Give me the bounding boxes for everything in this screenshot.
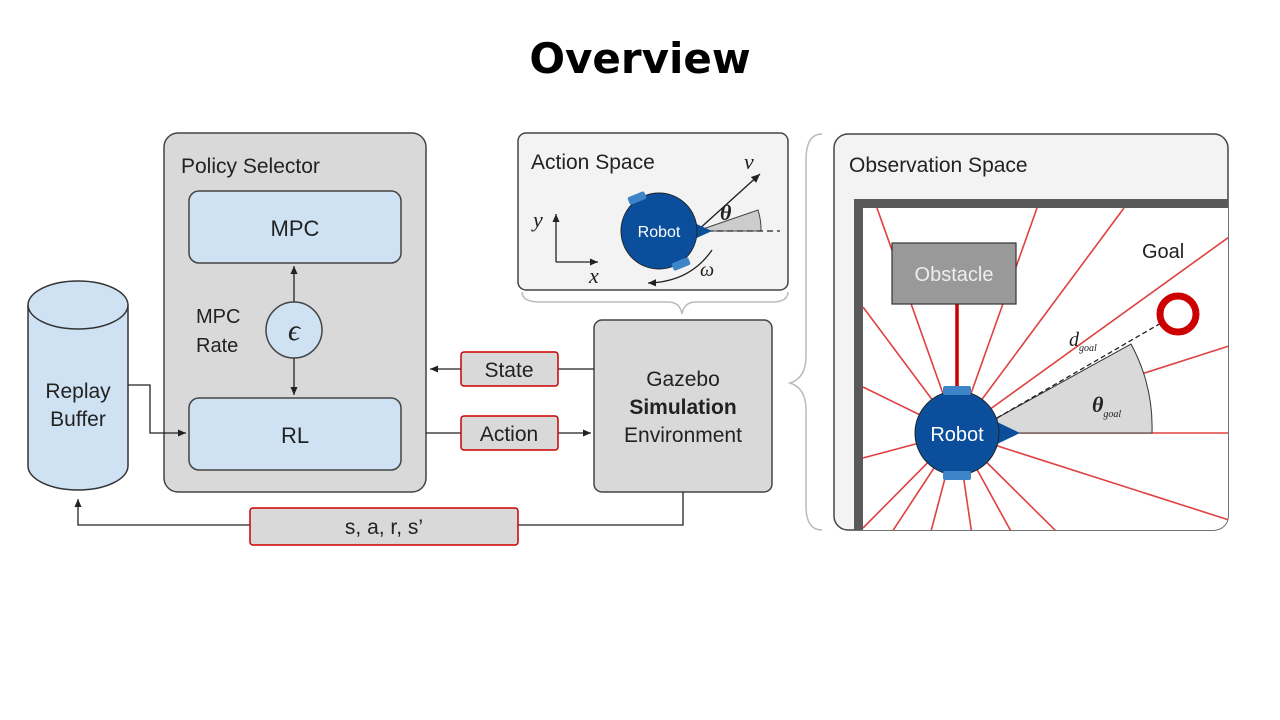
policy-selector-title: Policy Selector: [181, 155, 320, 178]
mpc-rate-label-line2: Rate: [196, 335, 238, 357]
action-space-brace: [521, 291, 789, 315]
theta-goal-label: θgoal: [1092, 392, 1121, 420]
mpc-label: MPC: [271, 216, 320, 241]
observation-space-title: Observation Space: [849, 154, 1028, 177]
arena-wall-left: [854, 199, 863, 530]
epsilon-node: [265, 301, 323, 359]
x-axis-label: x: [588, 263, 599, 288]
obstacle-label: Obstacle: [915, 264, 994, 286]
action-label-box: Action: [460, 415, 559, 451]
page-title: Overview: [529, 34, 751, 83]
mpc-module: [188, 190, 402, 264]
lidar-rays: [862, 207, 1228, 530]
arena-wall-top: [854, 199, 1228, 208]
action-label: Action: [480, 423, 538, 446]
observation-space-panel: Observation Space: [833, 133, 1229, 531]
policy-selector-panel: Policy Selector MPC RL ϵ MPC Rate: [163, 132, 427, 493]
v-label: v: [744, 149, 754, 174]
epsilon-symbol: ϵ: [288, 314, 302, 347]
d-goal-label: dgoal: [1069, 329, 1097, 354]
gazebo-simulation-box: Gazebo Simulation Environment: [593, 319, 773, 493]
goal-marker: [1156, 292, 1200, 336]
rl-module: [188, 397, 402, 471]
replay-buffer-label-line2: Buffer: [50, 408, 106, 431]
action-space-robot: [620, 192, 698, 270]
obstacle-block: [891, 242, 1017, 305]
action-space-panel: Action Space y x v θ Robot ω: [517, 132, 789, 291]
rl-label: RL: [281, 423, 309, 448]
replay-buffer-label-line1: Replay: [45, 380, 111, 403]
state-label-box: State: [460, 351, 559, 387]
theta-label: θ: [720, 200, 732, 225]
action-space-title: Action Space: [531, 151, 655, 174]
observation-space-robot-label: Robot: [930, 424, 984, 446]
gazebo-label-line1: Gazebo: [646, 368, 720, 391]
transition-label-box: s, a, r, s’: [249, 507, 519, 546]
goal-label: Goal: [1142, 241, 1184, 263]
gazebo-label-line2: Simulation: [629, 396, 736, 419]
replay-buffer: Replay Buffer: [27, 280, 129, 491]
omega-label: ω: [700, 259, 714, 281]
gazebo-label-line3: Environment: [624, 424, 742, 447]
state-label: State: [484, 359, 533, 382]
transition-label: s, a, r, s’: [345, 516, 423, 539]
y-axis-label: y: [531, 207, 543, 232]
action-space-robot-label: Robot: [638, 224, 681, 241]
mpc-rate-label-line1: MPC: [196, 306, 240, 328]
observation-space-brace: [787, 133, 823, 531]
